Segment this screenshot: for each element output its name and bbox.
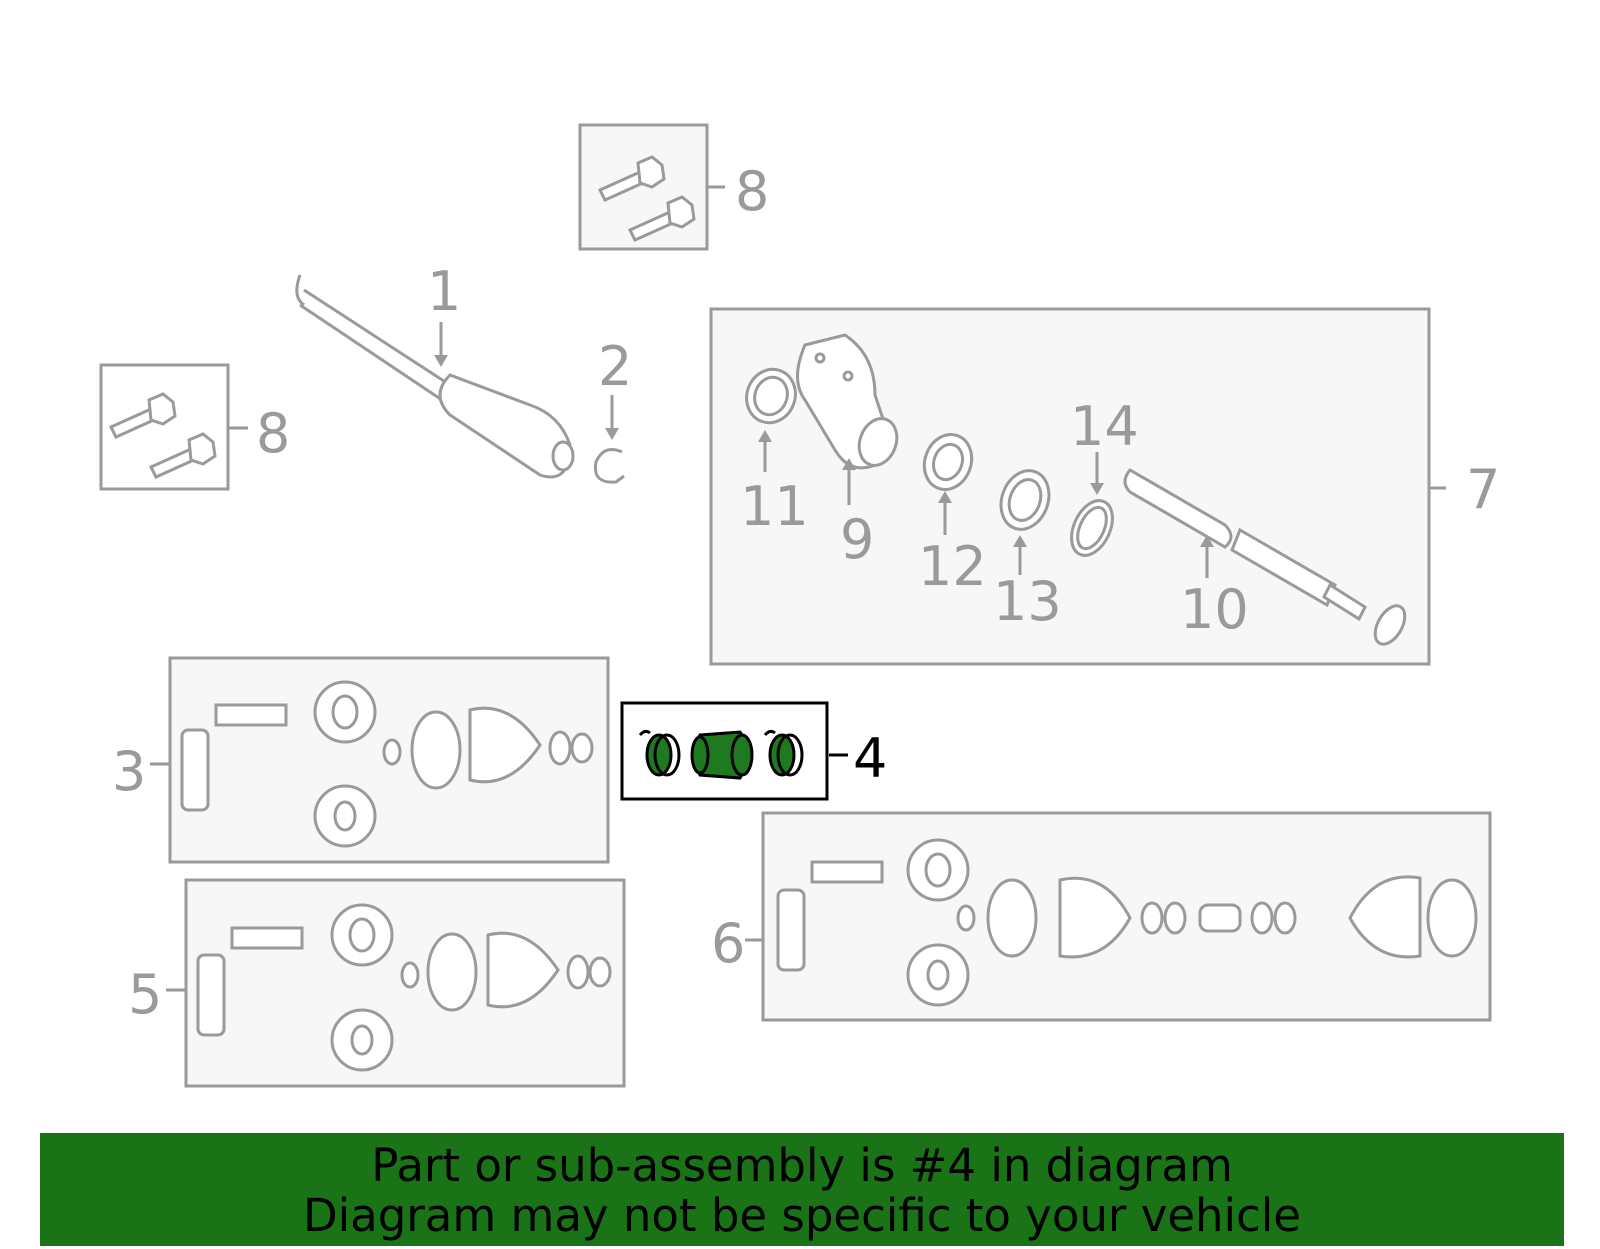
callout-8-top: 8 — [735, 160, 769, 223]
cv-joint-kit-6: 6 — [711, 811, 1492, 1022]
callout-14: 14 — [1070, 395, 1139, 458]
callout-11: 11 — [740, 475, 809, 538]
callout-7: 7 — [1466, 458, 1500, 521]
callout-1: 1 — [427, 260, 461, 323]
callout-6: 6 — [711, 912, 745, 975]
intermediate-shaft-assembly: 7 11 9 12 13 14 — [709, 307, 1500, 666]
snap-ring: 2 — [593, 335, 632, 484]
callout-2: 2 — [598, 335, 632, 398]
banner-line-1: Part or sub-assembly is #4 in diagram — [371, 1139, 1233, 1192]
boot-kit-highlighted: 4 — [620, 701, 887, 801]
callout-12: 12 — [918, 535, 987, 598]
cv-joint-kit-3: 3 — [112, 656, 610, 864]
bolt-set-left: 8 — [99, 363, 290, 491]
callout-10: 10 — [1180, 578, 1249, 641]
callout-8-left: 8 — [256, 402, 290, 465]
axle-shaft: 1 — [295, 260, 575, 479]
banner-line-2: Diagram may not be specific to your vehi… — [303, 1189, 1301, 1242]
callout-4: 4 — [853, 727, 887, 790]
callout-5: 5 — [128, 963, 162, 1026]
callout-9: 9 — [840, 508, 874, 571]
bolt-set-top: 8 — [578, 123, 769, 251]
callout-3: 3 — [112, 740, 146, 803]
cv-joint-kit-5: 5 — [128, 878, 626, 1088]
info-banner: Part or sub-assembly is #4 in diagram Di… — [40, 1133, 1564, 1246]
callout-13: 13 — [993, 570, 1062, 633]
